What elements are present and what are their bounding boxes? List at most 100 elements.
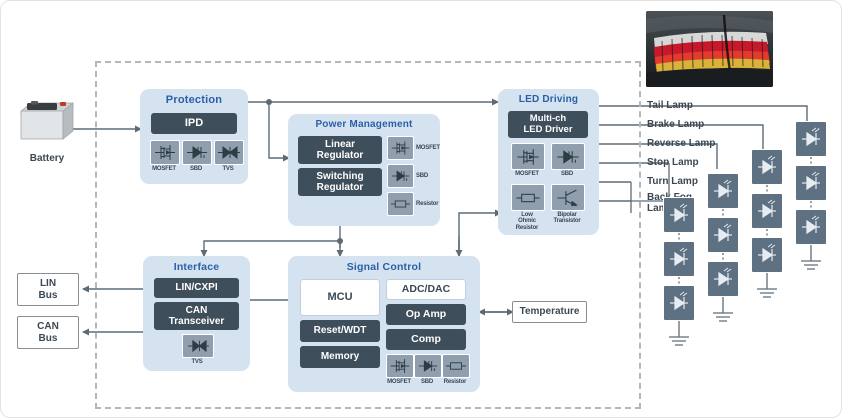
ledd-symbol-sbd[interactable]: SBD	[551, 143, 585, 177]
ledd-resistor-label-l3: Resistor	[515, 224, 539, 231]
comp-label: Comp	[411, 332, 441, 345]
resistor-symbol	[442, 354, 470, 378]
linear-regulator-line2: Regulator	[316, 150, 364, 161]
chip-multi-ch-led-driver[interactable]: Multi-ch LED Driver	[508, 111, 588, 138]
pm-symbol-sbd[interactable]: SBD	[387, 164, 428, 188]
chip-lin-cxpi[interactable]: LIN/CXPI	[154, 278, 239, 298]
ledd-bipolar-label-l2: Transistor	[553, 218, 581, 225]
can-bus-box[interactable]: CAN Bus	[17, 316, 79, 349]
led-node	[795, 165, 827, 201]
mosfet-symbol	[150, 140, 180, 165]
chip-comp[interactable]: Comp	[386, 329, 466, 350]
chip-memory[interactable]: Memory	[300, 346, 380, 368]
can-transceiver-line1: CAN	[185, 304, 208, 316]
chip-linear-regulator[interactable]: Linear Regulator	[298, 136, 382, 164]
ledd-symbol-low-ohmic-resistor[interactable]: Low Ohmic Resistor	[511, 184, 545, 231]
tail-lamp-photo	[646, 11, 773, 87]
memory-label: Memory	[320, 351, 360, 363]
pm-symbol-resistor[interactable]: Resistor	[387, 192, 439, 216]
ledd-sbd-label: SBD	[560, 171, 574, 177]
chip-can-transceiver[interactable]: CAN Transceiver	[154, 302, 239, 330]
sc-resistor-label: Resistor	[443, 379, 467, 385]
interface-symbol-tvs[interactable]: TVS	[182, 334, 214, 365]
protection-tvs-label: TVS	[222, 166, 234, 172]
linear-regulator-line1: Linear	[324, 138, 355, 150]
op-amp-label: Op Amp	[405, 307, 447, 320]
interface-title: Interface	[173, 261, 220, 273]
battery-label: Battery	[29, 153, 65, 164]
tvs-symbol	[214, 140, 244, 165]
lamp-label-reverse: Reverse Lamp	[647, 138, 716, 149]
resistor-symbol	[511, 184, 545, 211]
lamp-label-tail: Tail Lamp	[647, 100, 693, 111]
protection-mosfet-label: MOSFET	[152, 166, 176, 172]
power-management-panel[interactable]: Power Management Linear Regulator Switch…	[288, 114, 440, 226]
battery: Battery	[17, 97, 77, 164]
tvs-symbol	[182, 334, 214, 358]
switching-regulator-line1: Switching	[316, 170, 364, 182]
led-node	[707, 261, 739, 297]
battery-icon	[20, 101, 74, 140]
led-node	[751, 237, 783, 273]
pm-symbol-mosfet[interactable]: MOSFET	[387, 136, 440, 160]
led-driver-line2: LED Driver	[523, 123, 573, 135]
lin-bus-box[interactable]: LIN Bus	[17, 273, 79, 306]
chip-op-amp[interactable]: Op Amp	[386, 304, 466, 325]
lin-bus-line2: Bus	[38, 289, 58, 301]
chip-adc-dac[interactable]: ADC/DAC	[386, 279, 466, 300]
resistor-symbol	[387, 192, 414, 216]
power-management-title: Power Management	[315, 119, 413, 130]
ledd-resistor-label-l2: Ohmic	[518, 218, 536, 225]
ledd-symbol-mosfet[interactable]: MOSFET	[511, 143, 545, 177]
sbd-symbol	[414, 354, 442, 378]
bipolar-transistor-symbol	[551, 184, 585, 211]
interface-tvs-label: TVS	[191, 359, 203, 365]
protection-panel[interactable]: Protection IPD MOSFET	[140, 89, 248, 184]
lamp-label-back-fog-line2: Lamp	[647, 203, 674, 214]
led-node	[795, 121, 827, 157]
led-node	[707, 217, 739, 253]
led-driving-panel[interactable]: LED Driving Multi-ch LED Driver MOSFET	[498, 89, 599, 235]
ecu-boundary	[95, 61, 641, 409]
sbd-symbol	[182, 140, 212, 165]
switching-regulator-line2: Regulator	[316, 182, 364, 193]
ledd-mosfet-label: MOSFET	[515, 171, 539, 177]
protection-symbol-sbd[interactable]: SBD	[182, 140, 212, 172]
mosfet-symbol	[387, 136, 414, 160]
led-driving-title: LED Driving	[518, 94, 579, 105]
sc-mosfet-label: MOSFET	[387, 379, 411, 385]
chip-ipd[interactable]: IPD	[151, 113, 237, 134]
ledd-resistor-label-l1: Low	[521, 212, 533, 218]
sc-sbd-label: SBD	[420, 379, 434, 385]
sbd-symbol	[551, 143, 585, 170]
mcu-label: MCU	[327, 291, 353, 304]
ledd-bipolar-label-l1: Bipolar	[557, 212, 577, 218]
chip-switching-regulator[interactable]: Switching Regulator	[298, 168, 382, 196]
protection-symbol-mosfet[interactable]: MOSFET	[150, 140, 180, 172]
temperature-label: Temperature	[519, 306, 580, 318]
mosfet-symbol	[386, 354, 414, 378]
temperature-box[interactable]: Temperature	[512, 301, 587, 323]
chip-mcu[interactable]: MCU	[300, 279, 380, 316]
lin-cxpi-label: LIN/CXPI	[175, 282, 218, 294]
pm-sbd-label: SBD	[416, 172, 429, 179]
lamp-label-stop: Stop Lamp	[647, 157, 699, 168]
signal-control-title: Signal Control	[346, 261, 422, 273]
signal-control-panel[interactable]: Signal Control MCU Reset/WDT Memory ADC/…	[288, 256, 480, 392]
chip-reset-wdt[interactable]: Reset/WDT	[300, 320, 380, 342]
can-bus-line2: Bus	[38, 332, 58, 344]
mosfet-symbol	[511, 143, 545, 170]
led-node	[663, 241, 695, 277]
sc-symbol-mosfet[interactable]: MOSFET	[386, 354, 414, 385]
ledd-symbol-bipolar-transistor[interactable]: Bipolar Transistor	[551, 184, 585, 225]
protection-symbol-tvs[interactable]: TVS	[214, 140, 244, 172]
sc-symbol-sbd[interactable]: SBD	[414, 354, 442, 385]
interface-panel[interactable]: Interface LIN/CXPI CAN Transceiver TVS	[143, 256, 250, 371]
led-node	[663, 285, 695, 321]
led-node	[795, 209, 827, 245]
sc-symbol-resistor[interactable]: Resistor	[442, 354, 470, 385]
led-node	[707, 173, 739, 209]
adc-dac-label: ADC/DAC	[401, 282, 451, 295]
led-driver-line1: Multi-ch	[529, 112, 567, 124]
